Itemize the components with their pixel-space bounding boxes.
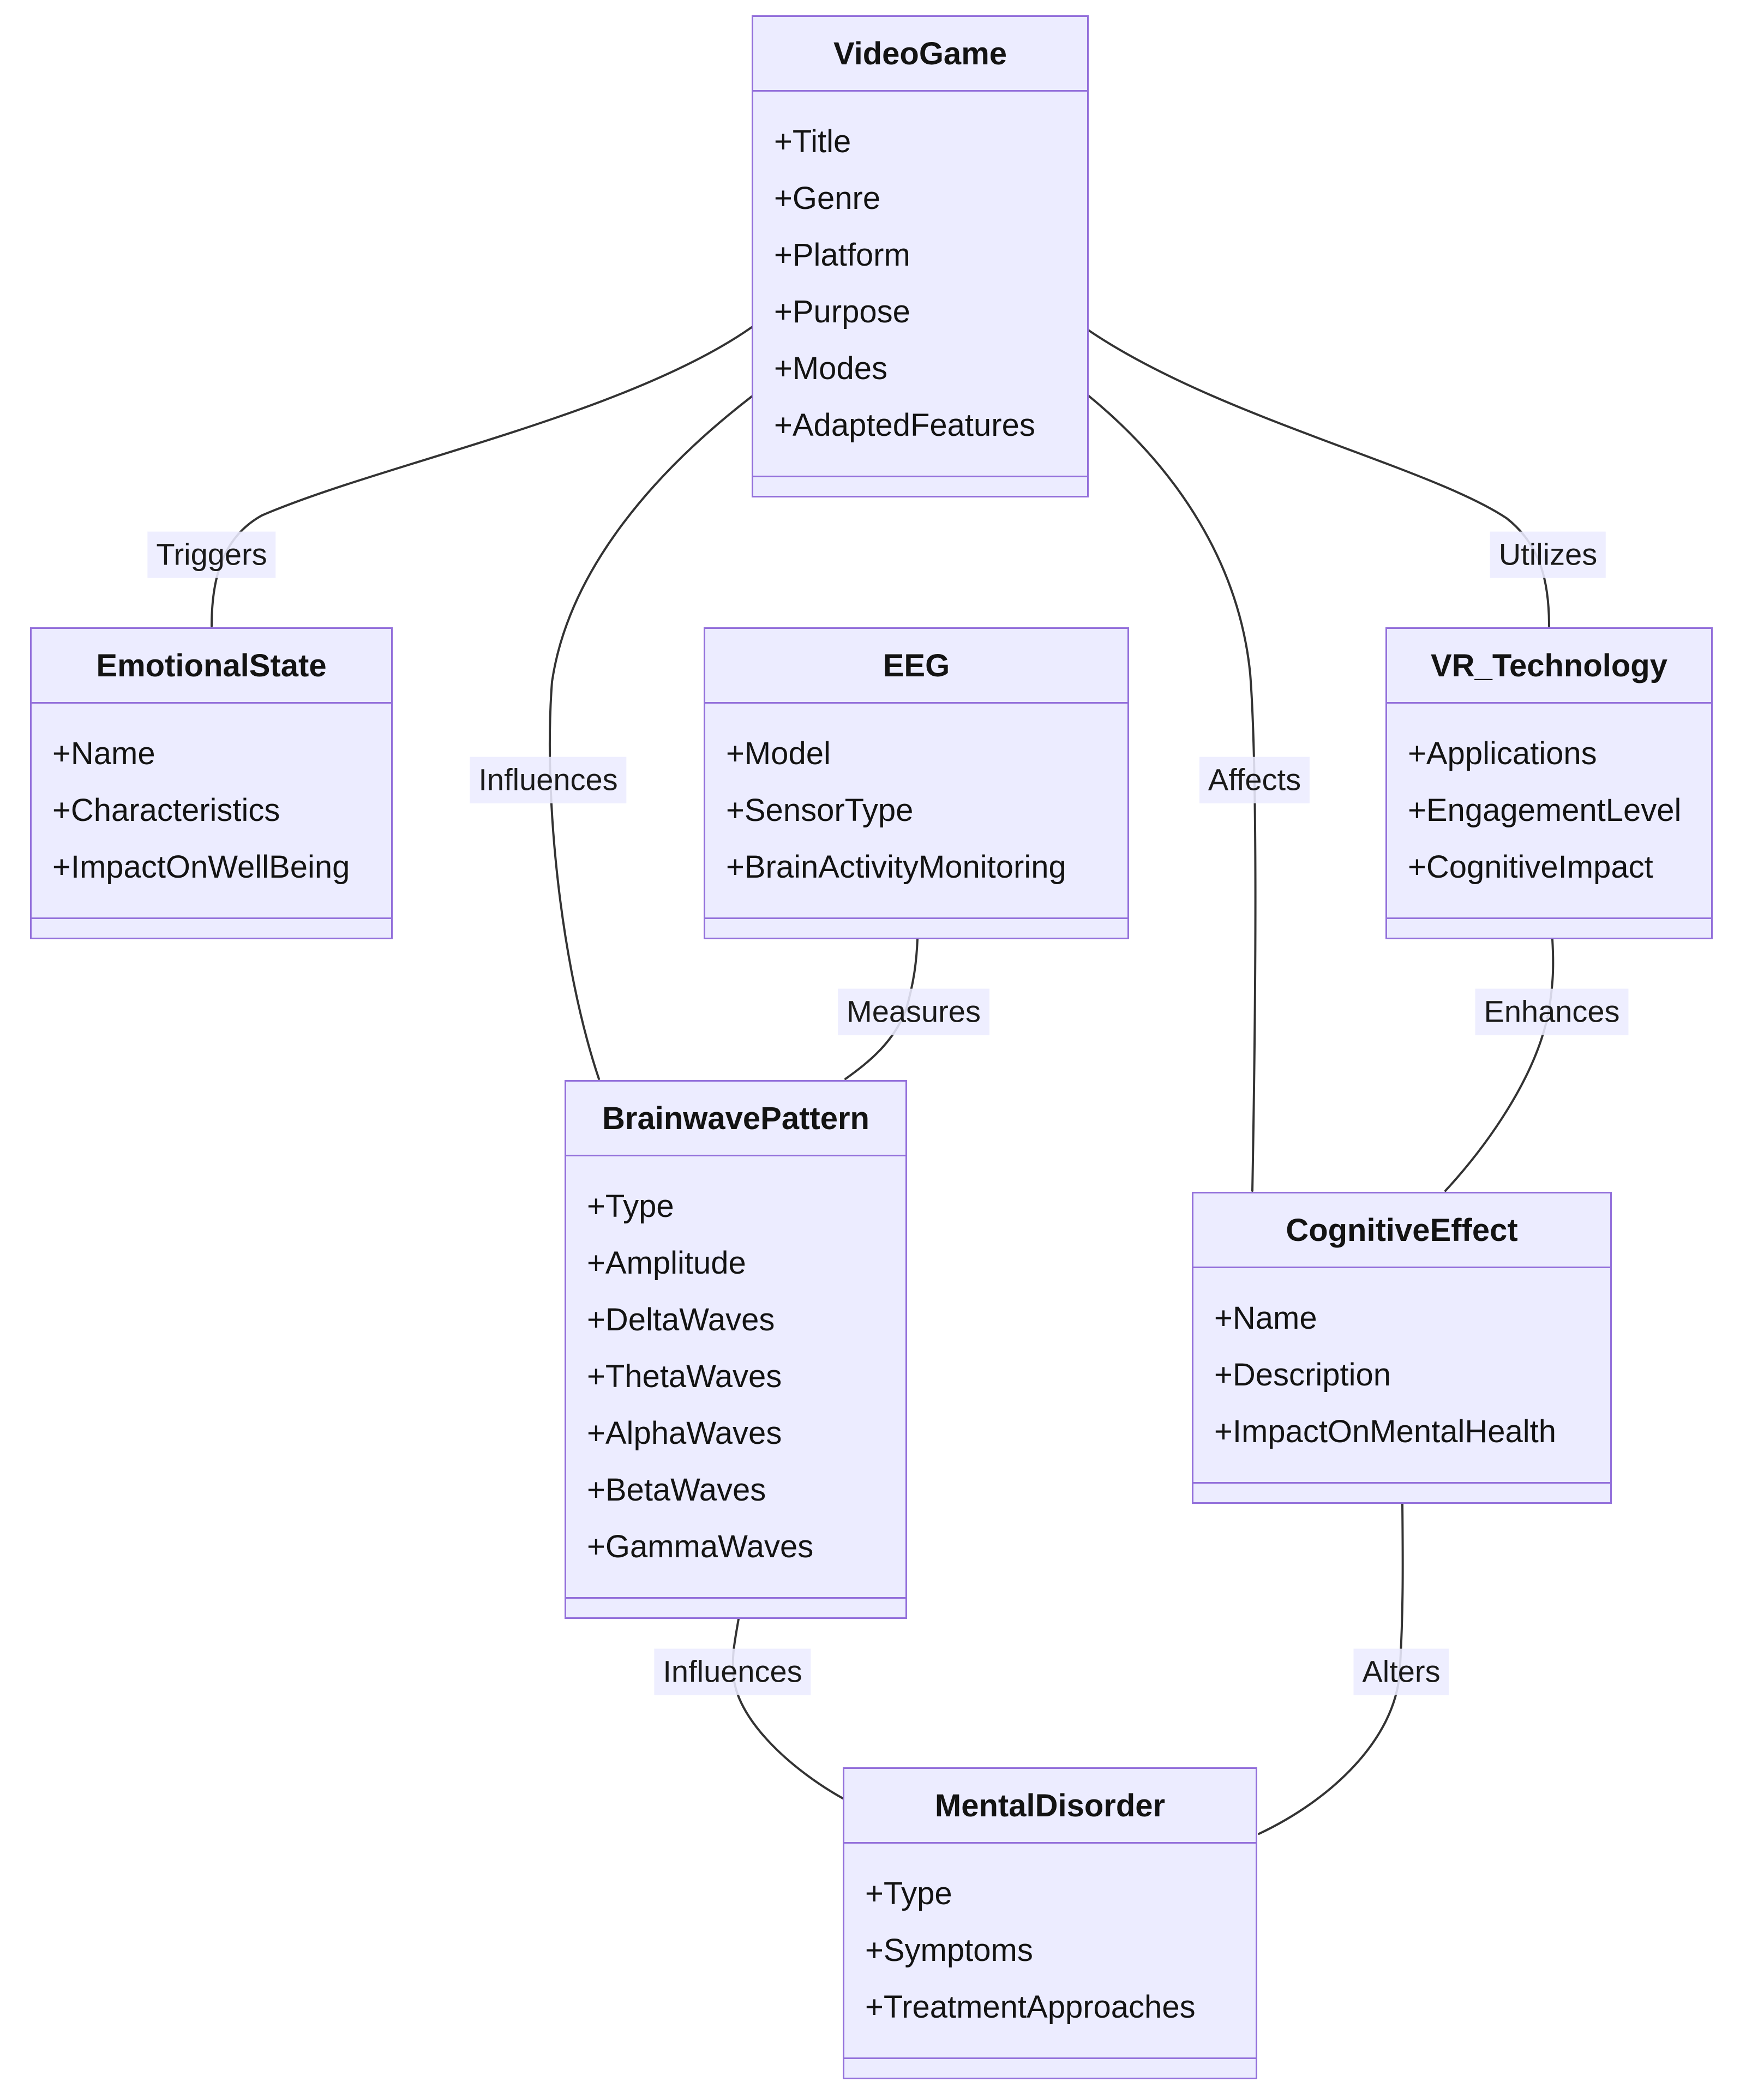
- class-attribute: +Platform: [774, 237, 910, 273]
- edge-label-influences-top: Influences: [470, 757, 627, 803]
- class-attribute: +Name: [1214, 1300, 1317, 1336]
- class-attributes-vrtechnology: +Applications +EngagementLevel +Cognitiv…: [1387, 704, 1711, 919]
- class-box-emotionalstate: EmotionalState +Name +Characteristics +I…: [30, 627, 393, 939]
- class-attributes-cognitiveeffect: +Name +Description +ImpactOnMentalHealth: [1193, 1268, 1610, 1484]
- edge-label-triggers: Triggers: [147, 531, 276, 578]
- class-box-mentaldisorder: MentalDisorder +Type +Symptoms +Treatmen…: [843, 1767, 1257, 2079]
- class-attribute: +Type: [865, 1876, 952, 1911]
- class-attribute: +GammaWaves: [587, 1529, 814, 1564]
- edge-vrtechnology-cognitiveeffect: [1444, 938, 1555, 1192]
- class-attribute: +AlphaWaves: [587, 1415, 782, 1451]
- class-methods-empty: [1193, 1484, 1610, 1502]
- edge-label-alters: Alters: [1353, 1648, 1449, 1695]
- class-attribute: +Description: [1214, 1357, 1391, 1393]
- class-attribute: +Purpose: [774, 294, 910, 329]
- class-box-videogame: VideoGame +Title +Genre +Platform +Purpo…: [752, 15, 1089, 497]
- class-attributes-videogame: +Title +Genre +Platform +Purpose +Modes …: [753, 92, 1087, 477]
- edge-videogame-emotionalstate: [211, 326, 753, 627]
- edge-label-influences-bottom: Influences: [654, 1648, 811, 1695]
- class-box-cognitiveeffect: CognitiveEffect +Name +Description +Impa…: [1192, 1192, 1612, 1504]
- class-box-brainwavepattern: BrainwavePattern +Type +Amplitude +Delta…: [565, 1080, 907, 1619]
- class-attribute: +ImpactOnMentalHealth: [1214, 1414, 1557, 1449]
- class-attribute: +Type: [587, 1189, 674, 1224]
- class-attribute: +CognitiveImpact: [1408, 849, 1653, 885]
- class-attribute: +AdaptedFeatures: [774, 407, 1035, 443]
- class-attributes-mentaldisorder: +Type +Symptoms +TreatmentApproaches: [844, 1844, 1256, 2059]
- class-attributes-emotionalstate: +Name +Characteristics +ImpactOnWellBein…: [32, 704, 391, 919]
- edge-videogame-brainwavepattern: [548, 395, 753, 1080]
- class-methods-empty: [753, 477, 1087, 496]
- edge-brainwavepattern-mentaldisorder: [731, 1618, 845, 1800]
- class-attribute: +ThetaWaves: [587, 1359, 782, 1394]
- class-box-vrtechnology: VR_Technology +Applications +EngagementL…: [1385, 627, 1713, 939]
- class-methods-empty: [1387, 919, 1711, 938]
- class-title-videogame: VideoGame: [753, 17, 1087, 92]
- class-attribute: +Applications: [1408, 736, 1597, 771]
- class-methods-empty: [566, 1599, 905, 1617]
- class-attributes-brainwavepattern: +Type +Amplitude +DeltaWaves +ThetaWaves…: [566, 1156, 905, 1599]
- class-title-brainwavepattern: BrainwavePattern: [566, 1082, 905, 1156]
- class-methods-empty: [32, 919, 391, 938]
- class-box-eeg: EEG +Model +SensorType +BrainActivityMon…: [704, 627, 1129, 939]
- class-title-cognitiveeffect: CognitiveEffect: [1193, 1193, 1610, 1268]
- class-methods-empty: [844, 2059, 1256, 2078]
- class-attribute: +SensorType: [726, 793, 914, 828]
- class-attribute: +Characteristics: [52, 793, 280, 828]
- edge-label-measures: Measures: [838, 988, 989, 1035]
- edge-label-affects: Affects: [1199, 757, 1310, 803]
- class-title-eeg: EEG: [705, 629, 1127, 704]
- class-attribute: +Genre: [774, 181, 881, 216]
- class-attribute: +Title: [774, 124, 851, 159]
- class-attribute: +DeltaWaves: [587, 1302, 775, 1337]
- class-attribute: +Modes: [774, 351, 887, 386]
- class-attribute: +EngagementLevel: [1408, 793, 1682, 828]
- class-attribute: +BetaWaves: [587, 1472, 766, 1508]
- class-attribute: +Symptoms: [865, 1933, 1033, 1968]
- class-attribute: +Amplitude: [587, 1245, 746, 1281]
- class-attribute: +Model: [726, 736, 831, 771]
- class-attributes-eeg: +Model +SensorType +BrainActivityMonitor…: [705, 704, 1127, 919]
- class-attribute: +Name: [52, 736, 155, 771]
- class-title-mentaldisorder: MentalDisorder: [844, 1769, 1256, 1844]
- edge-label-utilizes: Utilizes: [1490, 531, 1606, 578]
- class-attribute: +TreatmentApproaches: [865, 1989, 1196, 2025]
- edge-videogame-cognitiveeffect: [1087, 394, 1257, 1192]
- class-attribute: +ImpactOnWellBeing: [52, 849, 350, 885]
- class-attribute: +BrainActivityMonitoring: [726, 849, 1066, 885]
- class-title-vrtechnology: VR_Technology: [1387, 629, 1711, 704]
- class-title-emotionalstate: EmotionalState: [32, 629, 391, 704]
- class-methods-empty: [705, 919, 1127, 938]
- edge-label-enhances: Enhances: [1475, 988, 1629, 1035]
- edge-videogame-vrtechnology: [1087, 329, 1550, 627]
